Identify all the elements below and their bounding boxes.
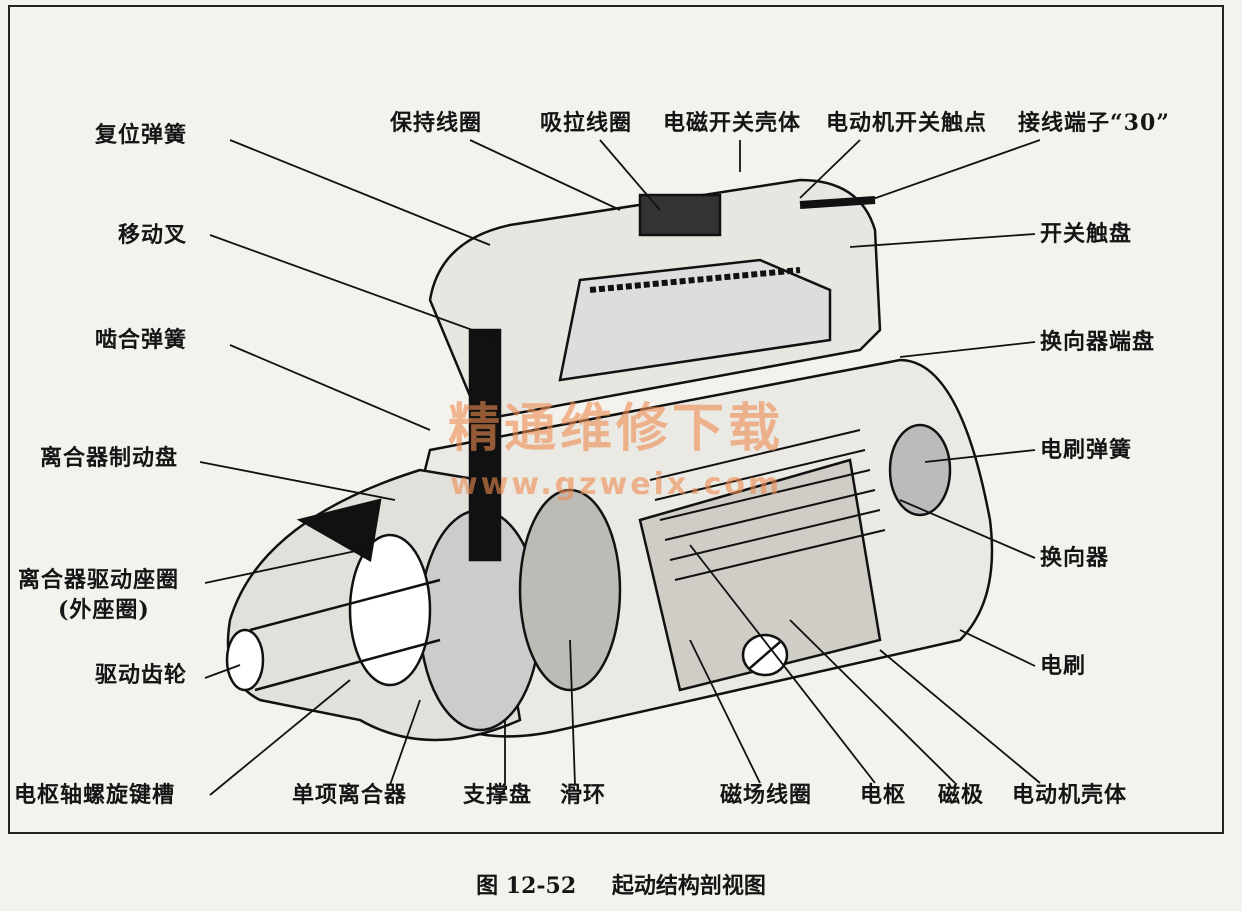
watermark-text: 精通维修下载 [448,398,785,459]
label-armature-shaft-spline: 电枢轴螺旋键槽 [14,782,176,808]
label-pull-coil: 吸拉线圈 [540,110,633,136]
motor-illustration [225,178,994,742]
label-commutator: 换向器 [1040,545,1110,571]
label-outer-ring: (外座圈) [58,597,150,623]
label-armature: 电枢 [860,782,907,808]
label-hold-coil: 保持线圈 [390,110,483,136]
label-commutator-end-plate: 换向器端盘 [1040,329,1156,355]
watermark-url: www.gzweix.com [450,467,783,502]
label-terminal-30: 接线端子“30” [1018,110,1170,136]
label-reset-spring: 复位弹簧 [95,122,188,148]
label-one-way-clutch: 单项离合器 [292,782,408,808]
figure-frame [8,5,1224,834]
label-clutch-drive-ring: 离合器驱动座圈 [18,567,180,593]
label-motor-switch-contact: 电动机开关触点 [826,110,988,136]
label-brush-spring: 电刷弹簧 [1040,437,1133,463]
label-slip-ring: 滑环 [560,782,607,808]
figure-caption: 图 12-52 起动结构剖视图 [0,872,1242,900]
label-magnetic-pole: 磁极 [938,782,985,808]
label-field-coil: 磁场线圈 [720,782,813,808]
label-drive-gear: 驱动齿轮 [95,662,188,688]
figure-number: 图 12-52 [476,873,577,899]
label-shift-fork: 移动叉 [118,222,188,248]
label-support-disc: 支撑盘 [463,782,533,808]
figure-title: 起动结构剖视图 [611,873,766,899]
label-clutch-brake-disc: 离合器制动盘 [40,445,179,471]
label-switch-contact-disc: 开关触盘 [1040,221,1133,247]
label-solenoid-housing: 电磁开关壳体 [663,110,802,136]
label-mesh-spring: 啮合弹簧 [95,327,188,353]
leader-lines [199,139,1041,796]
label-motor-housing: 电动机壳体 [1012,782,1128,808]
label-brush: 电刷 [1040,653,1087,679]
